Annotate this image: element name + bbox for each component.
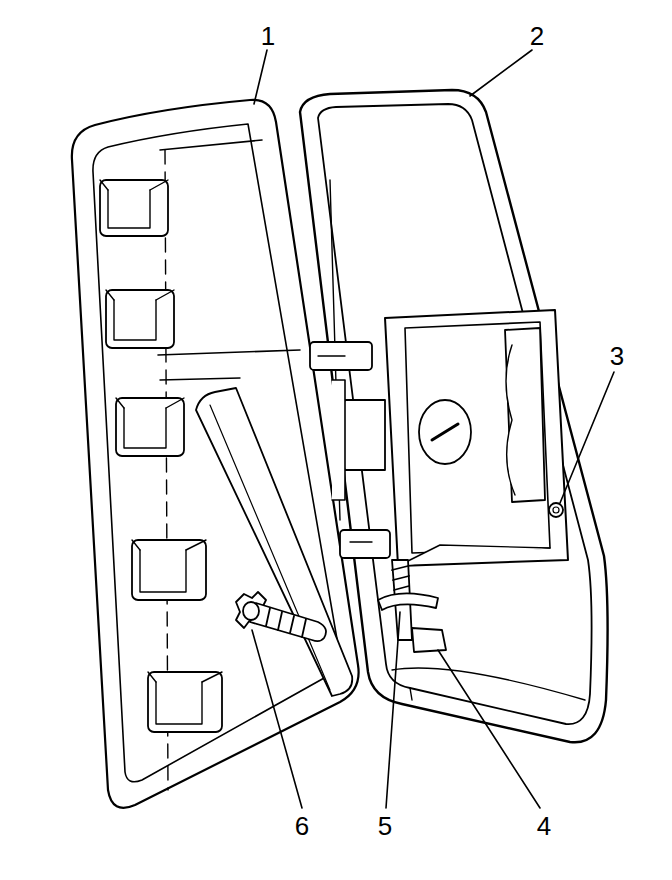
leader-lines (252, 50, 614, 808)
callout-number: 2 (530, 23, 544, 49)
mirror-mechanism (310, 310, 568, 566)
callout-number: 6 (295, 813, 309, 839)
callout-number: 5 (378, 813, 392, 839)
bulb (236, 592, 326, 641)
callout-number: 4 (537, 813, 551, 839)
callout-text: 2 (530, 21, 544, 51)
adjuster-screw (378, 560, 446, 652)
callout-number: 1 (261, 23, 275, 49)
callout-text: 4 (537, 811, 551, 841)
callout-text: 1 (261, 21, 275, 51)
mirror-glass (72, 100, 359, 808)
callout-text: 5 (378, 811, 392, 841)
callout-text: 6 (295, 811, 309, 841)
mirror-housing (300, 90, 608, 742)
callout-text: 3 (610, 341, 624, 371)
callout-number: 3 (610, 343, 624, 369)
